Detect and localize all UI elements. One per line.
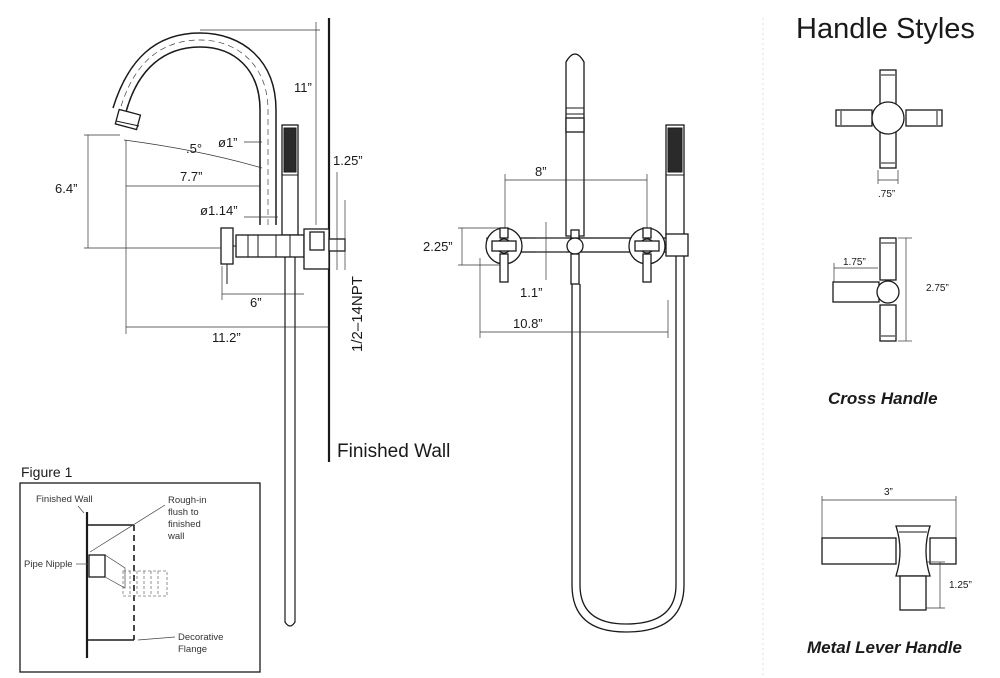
fig1-rough-in-1: Rough-in [168,495,207,506]
hose-side [284,257,296,627]
dim-connection: 1/2–14NPT [349,276,366,352]
dim-lever-height: 1.25” [949,580,972,591]
lever-handle-drawing: 3” 1.25” [821,487,972,611]
dim-handle-reach: 6” [250,295,262,310]
figure-1-title: Figure 1 [21,464,73,480]
dim-bar-offset: 1.1” [520,285,542,300]
fig1-rough-in-4: wall [167,531,184,542]
fig1-flange-2: Flange [178,644,207,655]
dim-cross-height: 2.75” [926,283,949,294]
dim-spout-reach: 7.7” [180,169,202,184]
dim-spout-angle: .5° [186,141,202,156]
dim-cross-hub: .75” [878,189,895,200]
dim-overall-reach: 11.2” [212,330,241,345]
dim-overall-width: 10.8” [513,316,543,331]
figure-1-frame [19,482,261,673]
hose-front [571,256,685,633]
dim-spout-diameter: ø1” [218,135,238,150]
dim-spout-drop: 6.4” [55,181,77,196]
finished-wall-label: Finished Wall [337,441,450,462]
cross-handle-name: Cross Handle [828,389,938,408]
dim-riser-diameter: ø1.14” [200,203,238,218]
lever-handle-name: Metal Lever Handle [807,638,962,657]
mixer-body [235,234,305,258]
spout-tube [125,46,261,225]
page-title: Handle Styles [796,13,975,45]
dim-cross-arm: 1.75” [843,257,866,268]
dim-wall-offset: 1.25” [333,153,363,168]
side-dimensions: 11” 6.4” .5° ø1” 7.7” ø1.14” 1.25” [55,22,366,352]
dim-lever-width: 3” [884,487,893,498]
front-dimensions: 8” 2.25” 1.1” 10.8” [423,164,669,338]
cross-handle-top-view: .75” [835,69,943,200]
handshower-wand [565,53,585,237]
fig1-rough-in-2: flush to [168,507,199,518]
dim-spout-height: 11” [294,80,312,95]
dim-flange-height: 2.25” [423,239,453,254]
threaded-fitting [122,570,168,597]
fig1-rough-in-3: finished [168,519,201,530]
side-handle [220,227,234,265]
fig1-finished-wall: Finished Wall [36,494,93,505]
side-view-drawing: Finished Wall 11” [55,18,450,627]
cross-handle-side-view: 1.75” 2.75” [832,237,949,342]
spout-tip [114,108,142,131]
figure-1: Figure 1 Finished Wall Rough-in flush to… [19,464,261,673]
fig1-pipe-nipple: Pipe Nipple [24,559,73,570]
dim-handle-spacing: 8” [535,164,547,179]
front-view-drawing: 8” 2.25” 1.1” 10.8” [423,53,689,633]
fig1-flange-1: Decorative [178,632,223,643]
